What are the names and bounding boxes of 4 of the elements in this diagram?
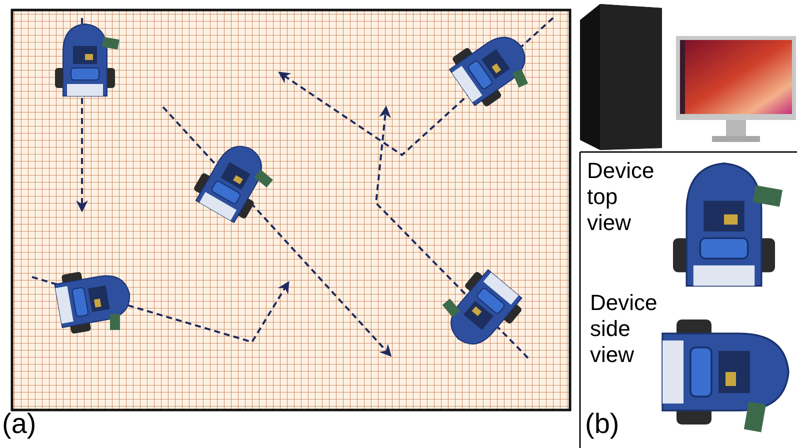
caption-text: Device top view bbox=[587, 158, 656, 236]
panel-label: (b) bbox=[585, 410, 620, 438]
caption-text: Device side view bbox=[590, 290, 658, 368]
panel-label: (a) bbox=[2, 410, 36, 438]
